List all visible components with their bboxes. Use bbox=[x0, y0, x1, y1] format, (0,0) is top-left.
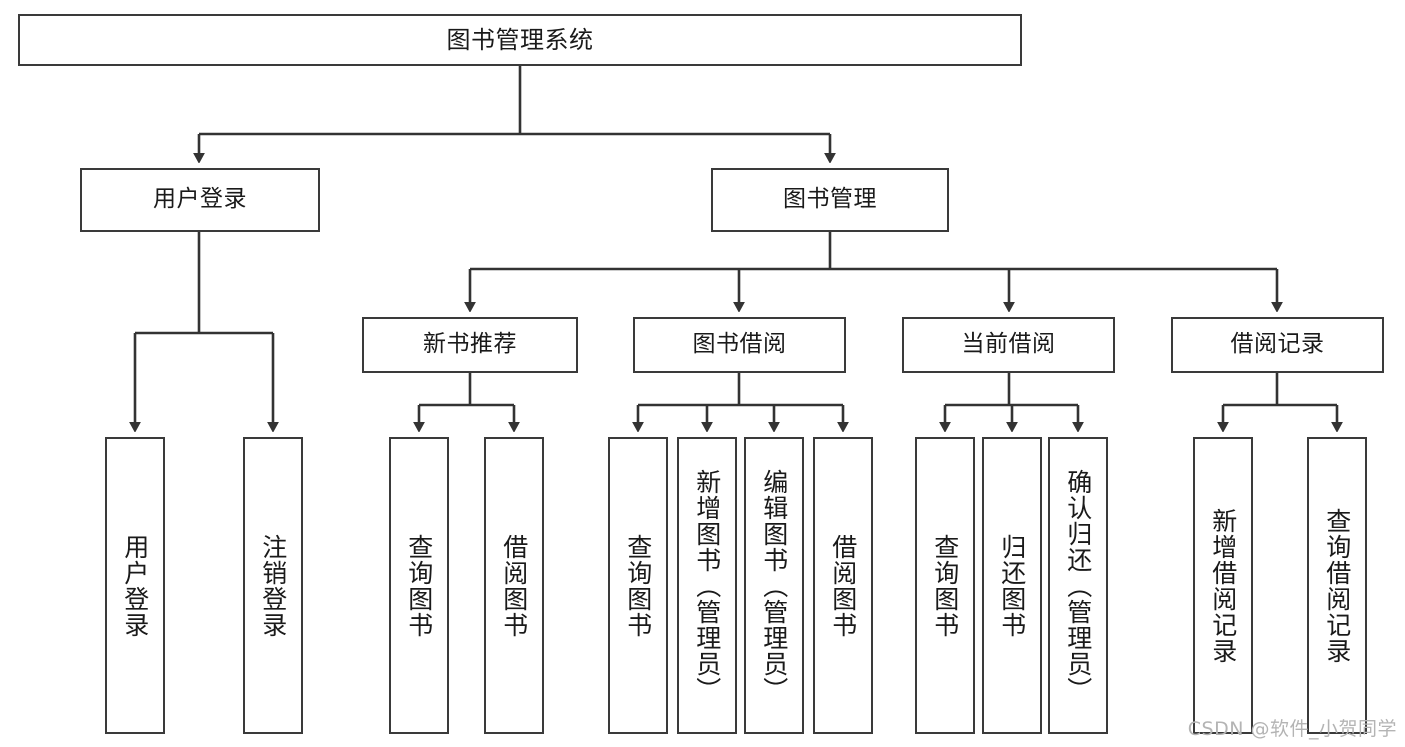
leaf-user-login-login[interactable]: 用户登录 bbox=[105, 437, 165, 734]
leaf-borrow-record-query[interactable]: 查询借阅记录 bbox=[1307, 437, 1367, 734]
node-borrow-record[interactable]: 借阅记录 bbox=[1171, 317, 1384, 373]
leaf-label: 查询图书 bbox=[930, 533, 960, 638]
watermark-text: CSDN @软件_小贺同学 bbox=[1187, 718, 1397, 740]
leaf-current-borrow-confirm[interactable]: 确认归还（管理员） bbox=[1048, 437, 1108, 734]
leaf-label: 归还图书 bbox=[997, 533, 1027, 638]
leaf-label: 查询借阅记录 bbox=[1322, 507, 1352, 664]
leaf-book-borrow-lend[interactable]: 借阅图书 bbox=[813, 437, 873, 734]
leaf-label: 注销登录 bbox=[258, 533, 288, 638]
leaf-label: 新增借阅记录 bbox=[1208, 507, 1238, 664]
node-new-book-recommend[interactable]: 新书推荐 bbox=[362, 317, 578, 373]
node-book-borrow-label: 图书借阅 bbox=[692, 331, 787, 358]
node-borrow-record-label: 借阅记录 bbox=[1230, 331, 1325, 358]
node-user-login-label: 用户登录 bbox=[153, 186, 247, 213]
leaf-book-borrow-add[interactable]: 新增图书（管理员） bbox=[677, 437, 737, 734]
node-new-book-recommend-label: 新书推荐 bbox=[423, 331, 517, 358]
leaf-borrow-record-add[interactable]: 新增借阅记录 bbox=[1193, 437, 1253, 734]
leaf-label: 新增图书（管理员） bbox=[692, 468, 722, 703]
node-book-borrow[interactable]: 图书借阅 bbox=[633, 317, 846, 373]
leaf-label: 借阅图书 bbox=[828, 533, 858, 638]
node-current-borrow-label: 当前借阅 bbox=[961, 331, 1056, 358]
leaf-label: 确认归还（管理员） bbox=[1063, 468, 1093, 703]
node-current-borrow[interactable]: 当前借阅 bbox=[902, 317, 1115, 373]
node-book-management-label: 图书管理 bbox=[783, 186, 877, 213]
leaf-new-book-borrow[interactable]: 借阅图书 bbox=[484, 437, 544, 734]
leaf-label: 查询图书 bbox=[404, 533, 434, 638]
leaf-user-login-logout[interactable]: 注销登录 bbox=[243, 437, 303, 734]
leaf-label: 查询图书 bbox=[623, 533, 653, 638]
leaf-current-borrow-query[interactable]: 查询图书 bbox=[915, 437, 975, 734]
leaf-label: 编辑图书（管理员） bbox=[759, 468, 789, 703]
leaf-label: 借阅图书 bbox=[499, 533, 529, 638]
leaf-book-borrow-edit[interactable]: 编辑图书（管理员） bbox=[744, 437, 804, 734]
node-root-label: 图书管理系统 bbox=[446, 25, 594, 54]
leaf-label: 用户登录 bbox=[120, 533, 150, 638]
node-user-login[interactable]: 用户登录 bbox=[80, 168, 320, 232]
leaf-book-borrow-query[interactable]: 查询图书 bbox=[608, 437, 668, 734]
leaf-current-borrow-return[interactable]: 归还图书 bbox=[982, 437, 1042, 734]
leaf-new-book-query[interactable]: 查询图书 bbox=[389, 437, 449, 734]
node-book-management[interactable]: 图书管理 bbox=[711, 168, 949, 232]
node-root[interactable]: 图书管理系统 bbox=[18, 14, 1022, 66]
